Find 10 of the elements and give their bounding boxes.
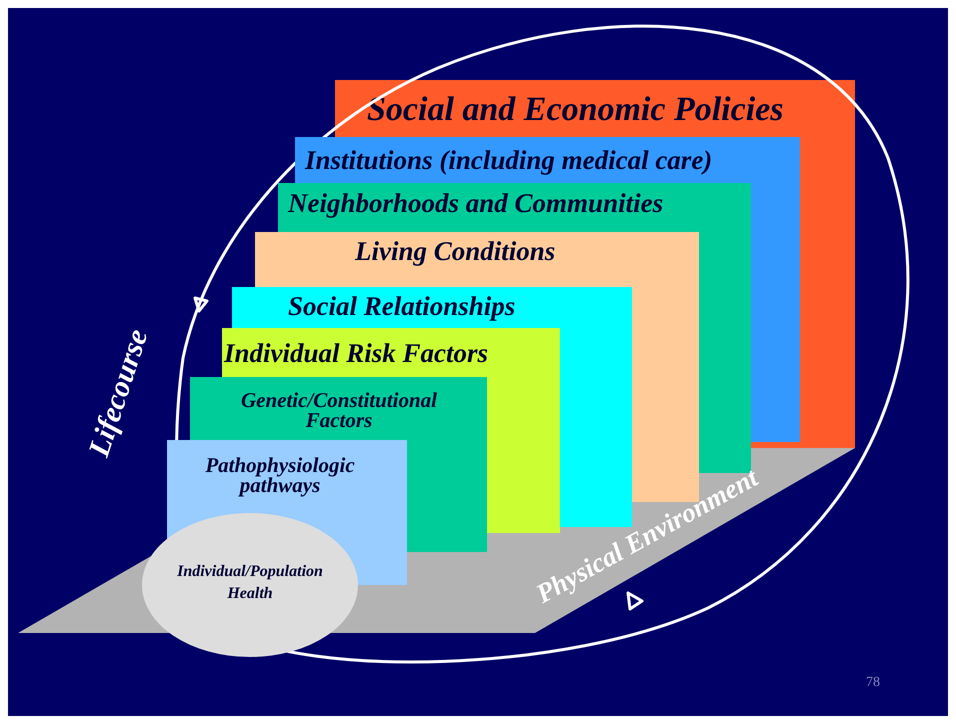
ellipse-label: Individual/Population Health (176, 562, 324, 604)
panel-title: Institutions (including medical care) (305, 147, 712, 174)
panel-title: Social and Economic Policies (367, 93, 784, 127)
panel-title: Living Conditions (355, 238, 556, 265)
panel-title: Individual Risk Factors (224, 340, 488, 367)
panel-title: Genetic/Constitutional Factors (240, 391, 438, 431)
page-number: 78 (866, 676, 880, 690)
panel-title: Pathophysiologic pathways (204, 456, 356, 496)
panel-title: Neighborhoods and Communities (288, 190, 664, 217)
panel-title: Social Relationships (288, 293, 516, 320)
